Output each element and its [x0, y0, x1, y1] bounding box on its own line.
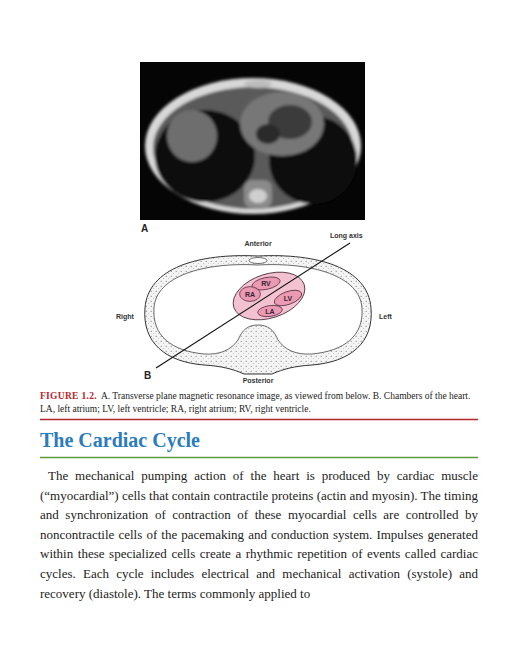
- body-paragraph: The mechanical pumping action of the hea…: [40, 466, 478, 603]
- chest-wall: [145, 256, 372, 374]
- chamber-outline: [257, 304, 283, 318]
- atrium: [256, 124, 280, 144]
- figure-caption: A. Transverse plane magnetic resonance i…: [40, 391, 470, 414]
- caption-rule: [40, 419, 478, 420]
- mri-image: [140, 62, 365, 220]
- axis-label: Long axis: [330, 232, 363, 239]
- sternum: [244, 80, 272, 88]
- torso-section: [145, 243, 372, 374]
- liver-dome: [167, 110, 217, 162]
- heart: [240, 92, 324, 156]
- spine: [244, 180, 272, 208]
- vertebra: [249, 189, 267, 203]
- figure-number: FIGURE 1.2.: [40, 391, 97, 401]
- caption-block: FIGURE 1.2.A. Transverse plane magnetic …: [40, 390, 478, 416]
- heart-outline: [227, 264, 311, 329]
- section-heading: The Cardiac Cycle: [40, 429, 200, 452]
- chamber-label: LV: [284, 295, 292, 302]
- thoracic-cavity: [154, 265, 362, 355]
- direction-label: Posterior: [243, 377, 274, 384]
- long-axis-line: [156, 243, 350, 368]
- chamber-label: RV: [261, 280, 271, 287]
- sternum: [249, 258, 267, 264]
- direction-label: Anterior: [244, 240, 271, 247]
- heart-chamber: RA: [239, 286, 261, 302]
- direction-label: Right: [116, 313, 134, 320]
- panel-letter: B: [144, 370, 151, 381]
- heart-chamber: LA: [257, 305, 283, 317]
- heading-rule: [40, 457, 478, 458]
- chamber-label: RA: [245, 291, 255, 298]
- chamber-label: LA: [265, 308, 274, 315]
- heart-chamber: LV: [273, 291, 303, 305]
- chamber-outline: [240, 287, 261, 302]
- body-wall: [145, 78, 361, 214]
- direction-label: Left: [379, 313, 392, 320]
- panel-letter: A: [141, 223, 148, 234]
- mri-frame: [140, 62, 365, 220]
- lung: [155, 110, 255, 202]
